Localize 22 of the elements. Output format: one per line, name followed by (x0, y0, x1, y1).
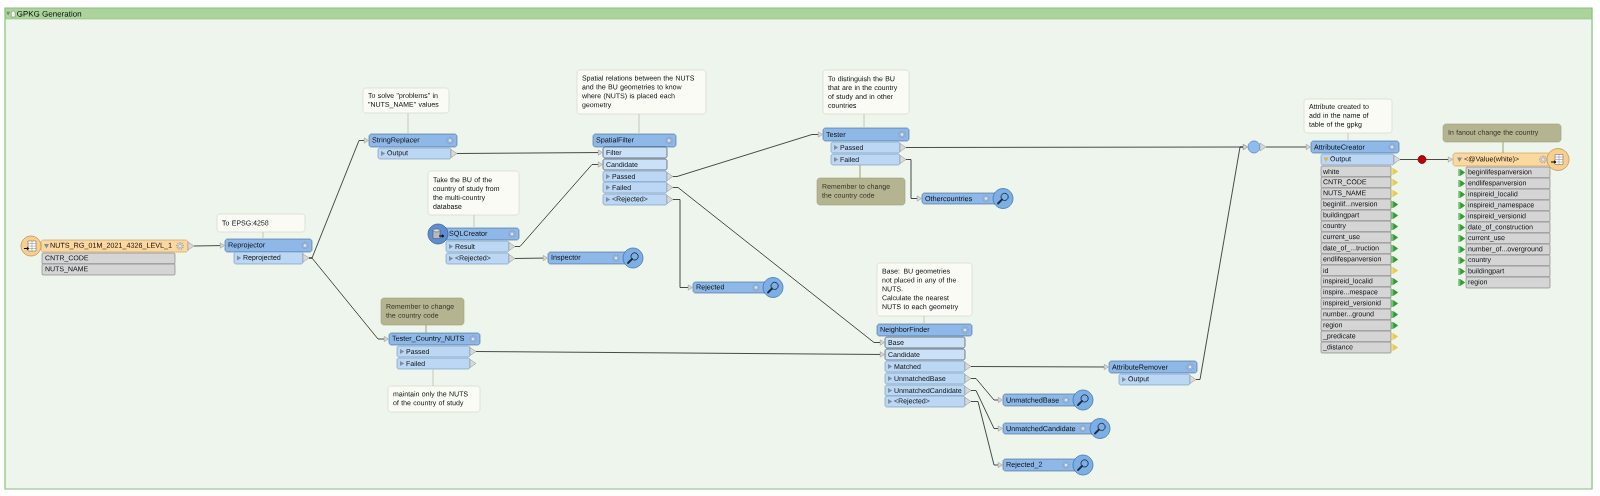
leader-line (425, 324, 427, 334)
connector (514, 161, 603, 247)
connector (970, 401, 1003, 468)
connector (456, 149, 603, 156)
connector (475, 351, 885, 358)
connector (514, 255, 548, 261)
connector (308, 257, 389, 342)
connector (672, 187, 885, 346)
connector (1425, 156, 1453, 163)
connector (1399, 159, 1419, 160)
connector (193, 242, 225, 249)
connector (672, 131, 823, 177)
connector (672, 199, 693, 291)
connector (970, 378, 1003, 403)
connector (970, 390, 1003, 432)
connector (905, 159, 922, 202)
junction-dot (1247, 140, 1267, 154)
leader-line (1502, 141, 1504, 154)
connector (970, 364, 1109, 370)
connector (1265, 144, 1311, 150)
leader-line (859, 164, 861, 179)
connector (1195, 144, 1248, 380)
